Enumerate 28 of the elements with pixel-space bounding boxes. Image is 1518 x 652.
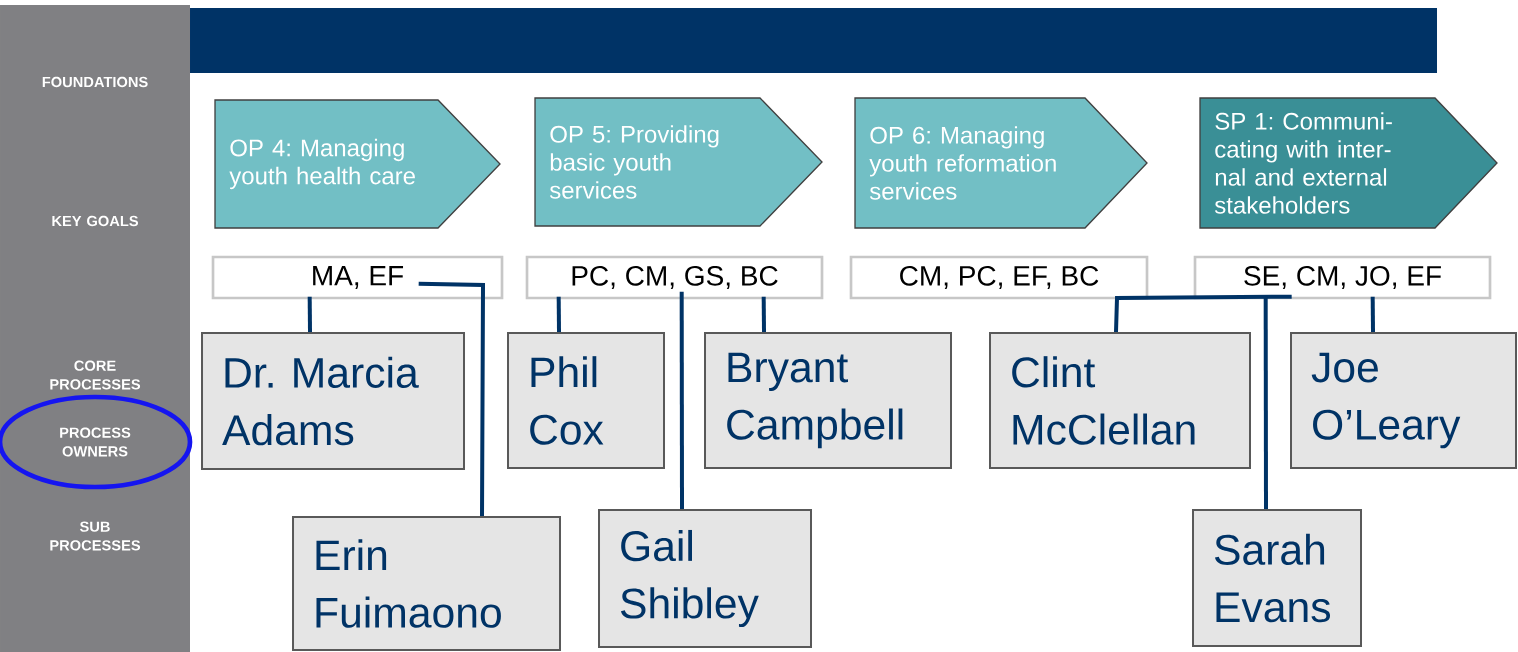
goal-banner: SP 1: Communi- cating with inter- nal and external stakeholders	[1199, 97, 1498, 229]
goal-banner: OP 4: Managing youth health care	[214, 99, 501, 229]
connector-line	[1114, 294, 1292, 333]
connector-line	[1370, 296, 1375, 332]
initials-box: SE, CM, JO, EF	[1193, 255, 1492, 300]
initials-box: CM, PC, EF, BC	[849, 255, 1149, 300]
connector-line	[761, 296, 766, 332]
initials-box: MA, EF	[211, 255, 504, 300]
name-box: Gail Shibley	[598, 509, 812, 648]
name-box: Dr. Marcia Adams	[201, 332, 465, 470]
goal-banner: OP 6: Managing youth reformation services	[854, 97, 1148, 229]
name-box: Erin Fuimaono	[292, 516, 561, 651]
name-box: Bryant Campbell	[704, 332, 952, 469]
initials-box: PC, CM, GS, BC	[525, 255, 824, 300]
name-box: Joe O’Leary	[1290, 332, 1517, 469]
name-box: Sarah Evans	[1192, 509, 1362, 647]
name-box: Clint McClellan	[989, 332, 1251, 469]
connector-line	[1263, 296, 1268, 509]
connector-line	[418, 281, 485, 516]
connector-line	[307, 296, 312, 332]
row-label: KEY GOALS	[52, 215, 138, 227]
connector-line	[679, 291, 684, 509]
row-label: CORE PROCESSES	[50, 360, 141, 390]
name-box: Phil Cox	[507, 332, 665, 469]
goal-banner: OP 5: Providing basic youth services	[534, 97, 823, 227]
row-label: FOUNDATIONS	[42, 76, 148, 88]
row-label: SUB PROCESSES	[50, 521, 141, 551]
connector-line	[556, 296, 561, 332]
